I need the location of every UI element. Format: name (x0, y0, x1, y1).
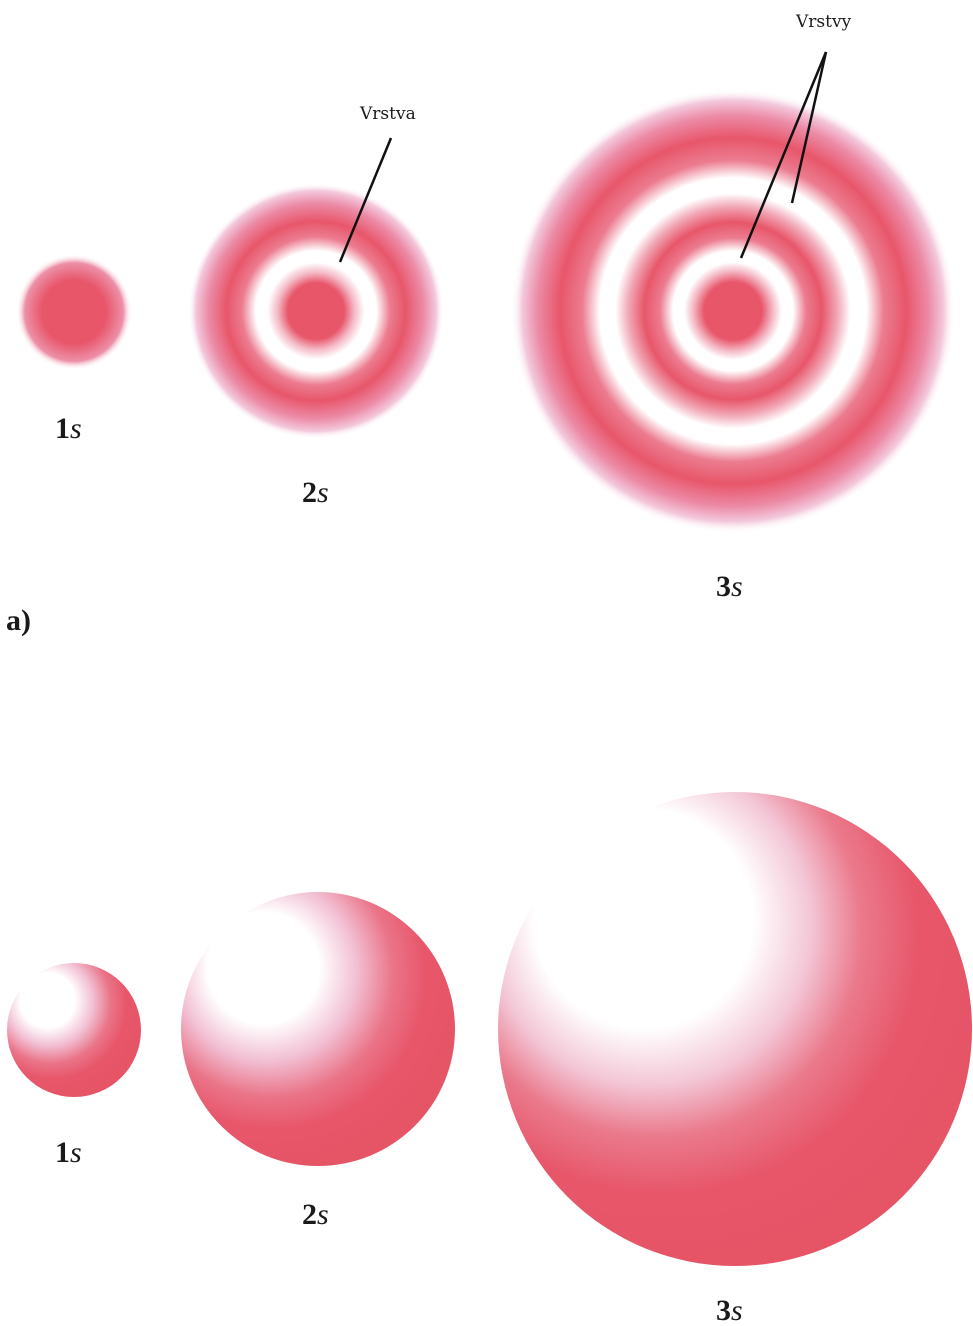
label-1s-top: 1s (55, 412, 82, 446)
orbital-2s-cross-section (188, 183, 444, 439)
label-2s-bottom: 2s (302, 1198, 329, 1232)
orbital-2s-sphere (181, 892, 455, 1166)
callout-vrstvy: Vrstvy (796, 12, 851, 32)
label-1s-bottom: 1s (55, 1136, 82, 1170)
panel-a-tag: a) (6, 604, 31, 638)
orbital-1s-cross-section (16, 254, 132, 370)
label-3s-top: 3s (716, 570, 743, 604)
orbital-3s-sphere (498, 792, 972, 1266)
orbital-1s-sphere (7, 963, 141, 1097)
label-2s-top: 2s (302, 476, 329, 510)
label-3s-bottom: 3s (716, 1294, 743, 1326)
orbital-3s-cross-section (511, 89, 955, 533)
callout-vrstva: Vrstva (360, 104, 416, 124)
